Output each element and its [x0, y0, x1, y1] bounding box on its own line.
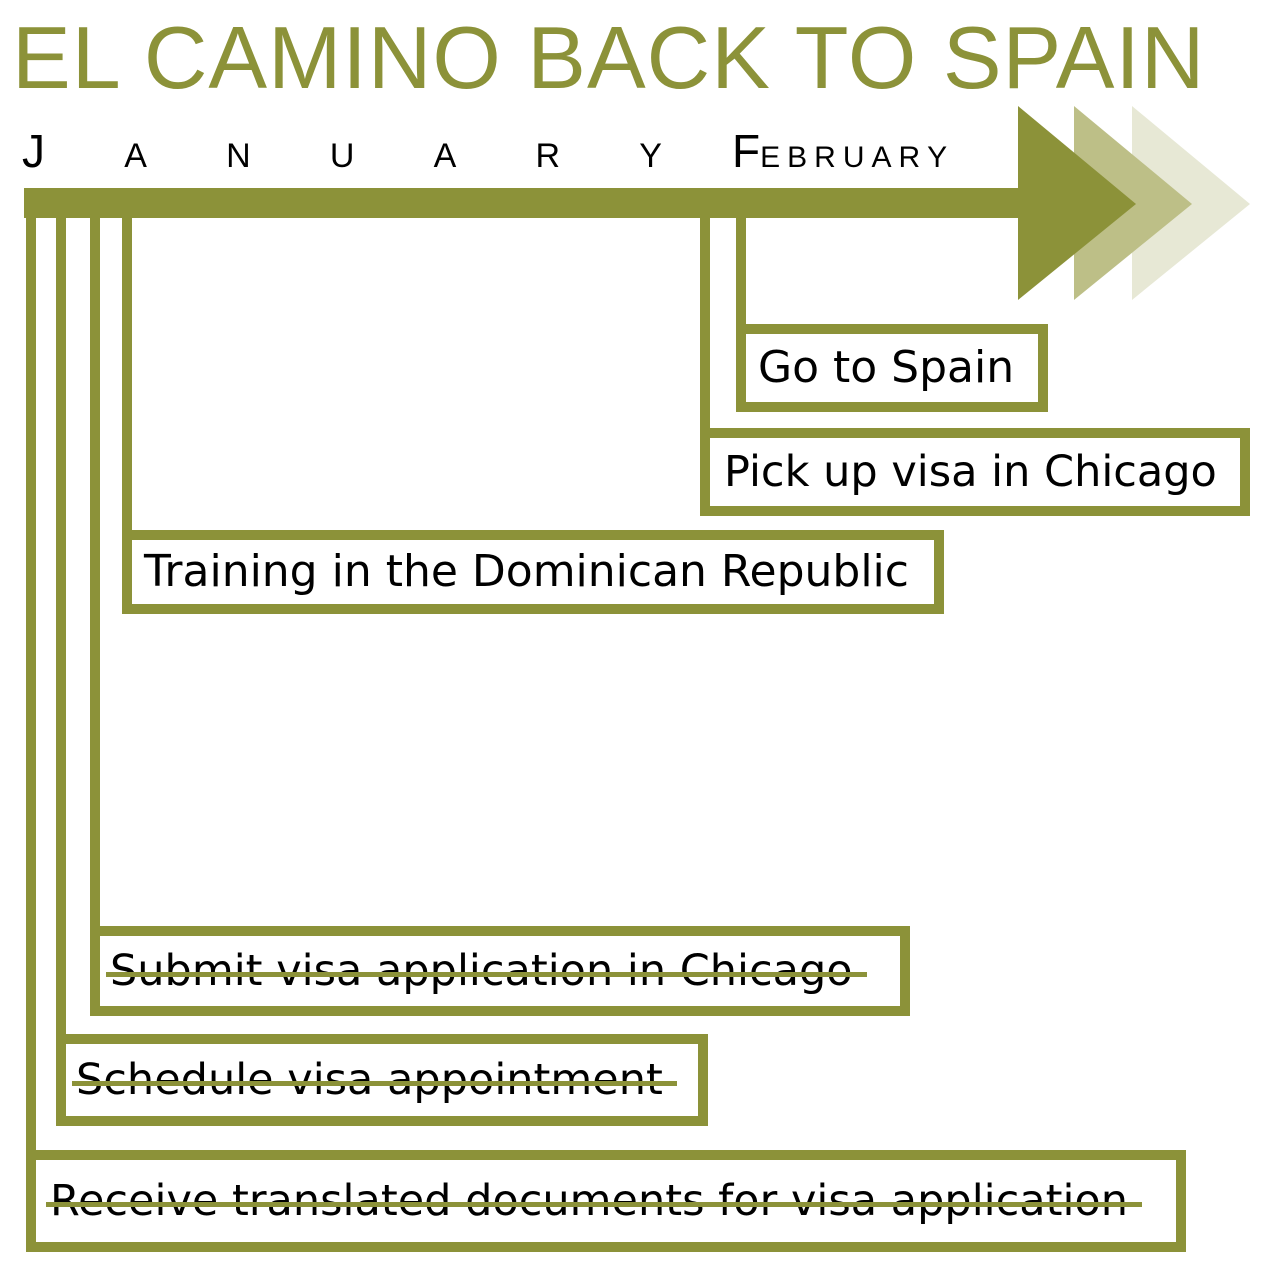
month-letter: J	[22, 125, 45, 177]
month-letter: U	[329, 137, 355, 175]
event-label: Training in the Dominican Republic	[144, 546, 909, 597]
month-letter: A	[124, 137, 147, 175]
month-label-january: J A N U A R Y	[22, 124, 662, 178]
arrowhead-light	[1132, 106, 1250, 300]
month-letter: U	[842, 141, 872, 174]
event-training-dominican-republic: Training in the Dominican Republic	[122, 530, 944, 614]
connector-line-submit-visa	[90, 214, 100, 936]
event-label: Receive translated documents for visa ap…	[46, 1175, 1142, 1226]
connector-line-training	[122, 214, 132, 540]
month-letter: A	[871, 141, 899, 174]
timeline-bar	[24, 188, 1024, 218]
event-pick-up-visa: Pick up visa in Chicago	[700, 428, 1250, 516]
event-label: Submit visa application in Chicago	[106, 945, 867, 996]
event-label: Pick up visa in Chicago	[724, 446, 1217, 497]
month-letter: B	[787, 141, 815, 174]
month-letter: R	[814, 141, 843, 174]
connector-line-receive-documents	[26, 214, 36, 1160]
event-schedule-visa-appointment: Schedule visa appointment	[56, 1034, 708, 1126]
event-label: Schedule visa appointment	[72, 1054, 677, 1105]
event-label: Go to Spain	[758, 342, 1015, 393]
month-letter: A	[433, 137, 457, 175]
month-letter: Y	[927, 141, 955, 174]
month-letter: Y	[639, 137, 662, 175]
month-letter: F	[732, 125, 761, 177]
event-go-to-spain: Go to Spain	[736, 324, 1048, 412]
event-submit-visa-application: Submit visa application in Chicago	[90, 926, 910, 1016]
month-letter: R	[898, 141, 928, 174]
connector-line-go-to-spain	[736, 214, 746, 334]
connector-line-schedule-visa	[56, 214, 66, 1044]
month-label-february: F E B R U A R Y	[732, 124, 954, 178]
page-title: EL CAMINO BACK TO SPAIN	[12, 8, 1206, 107]
month-letter: N	[226, 137, 251, 175]
arrowhead-main	[1018, 106, 1136, 300]
event-receive-translated-documents: Receive translated documents for visa ap…	[26, 1150, 1186, 1252]
month-letter: E	[760, 141, 788, 174]
connector-line-pick-up-visa	[700, 214, 710, 438]
month-letter: R	[535, 137, 561, 175]
